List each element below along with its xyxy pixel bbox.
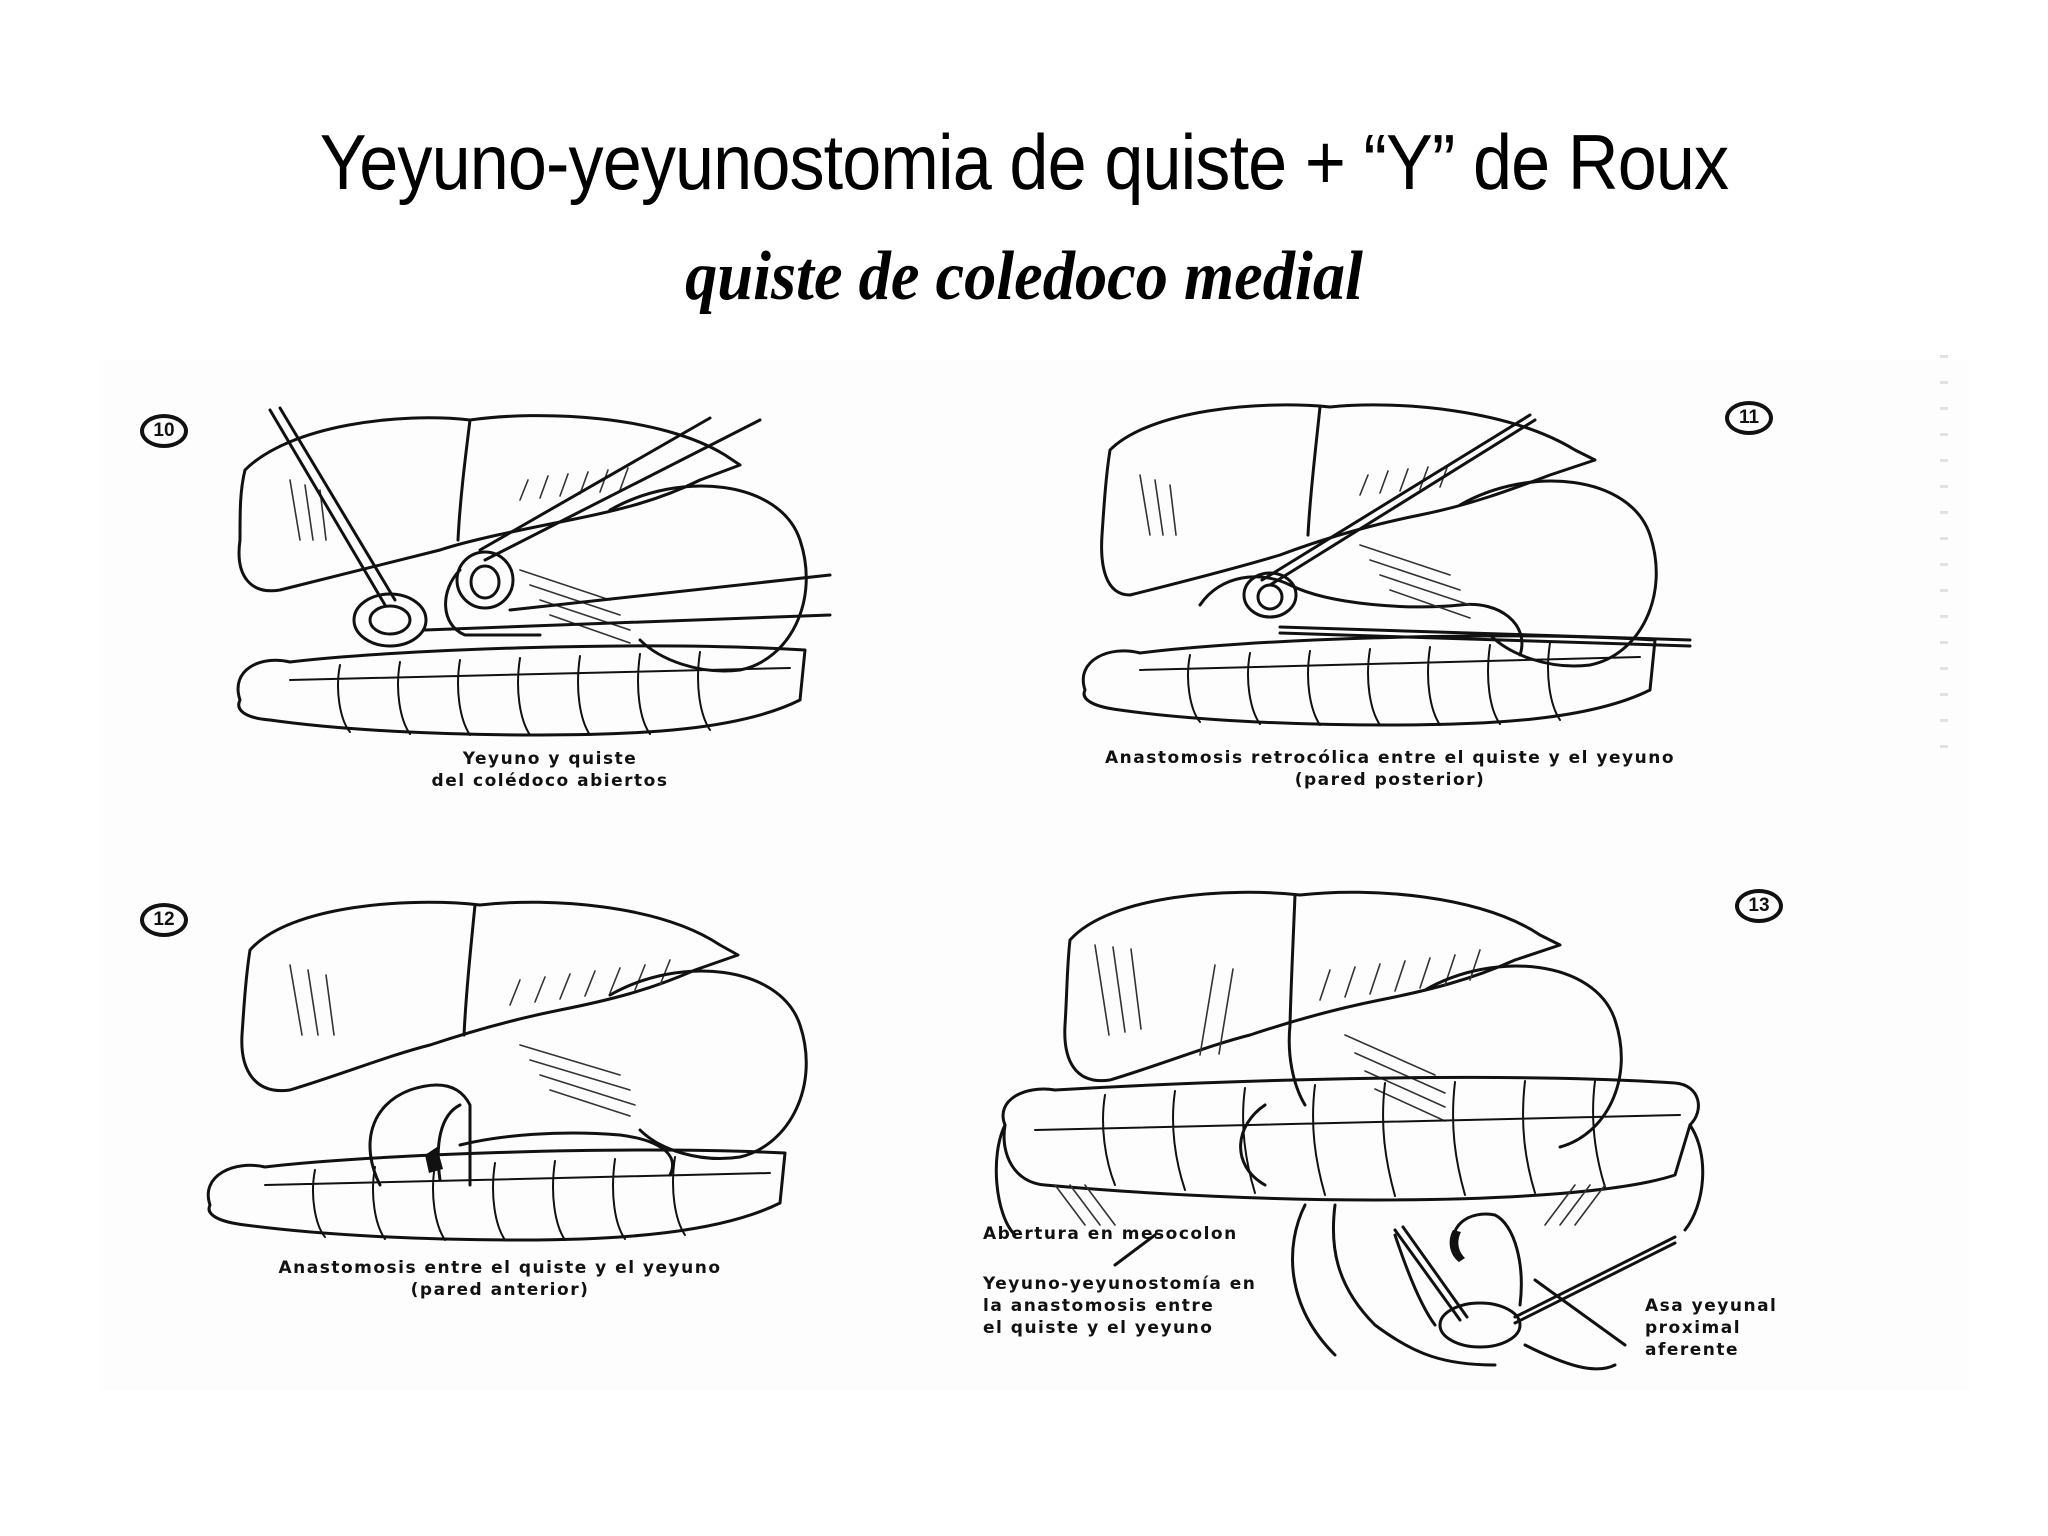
caption-line: del colédoco abiertos <box>431 771 669 791</box>
caption-line: Anastomosis entre el quiste y el yeyuno <box>278 1258 722 1278</box>
figure-11: 11 Anastomosis retrocólica entre el quis… <box>1030 395 1810 805</box>
caption-line: Anastomosis retrocólica entre el quiste … <box>1104 748 1676 768</box>
scanned-illustration-area <box>100 360 1970 1390</box>
figure-number-badge: 13 <box>1735 889 1783 923</box>
figure-caption: Yeyuno y quiste del colédoco abiertos <box>360 748 740 792</box>
surgical-illustration-icon <box>1081 403 1692 727</box>
slide-title: Yeyuno-yeyunostomia de quiste + “Y” de R… <box>319 118 1729 206</box>
figure-number-badge: 10 <box>140 414 188 448</box>
figure-10: 10 Yeyuno y quiste <box>140 400 860 800</box>
label-abertura-mesocolon: Abertura en mesocolon <box>983 1224 1238 1244</box>
surgical-illustration-icon <box>206 900 808 1242</box>
surgical-illustration-icon <box>994 890 1705 1371</box>
figure-number-badge: 11 <box>1725 401 1773 435</box>
slide-subtitle: quiste de coledoco medial <box>685 238 1363 315</box>
surgical-illustration-icon <box>236 406 832 737</box>
figure-caption: Anastomosis entre el quiste y el yeyuno … <box>220 1257 780 1301</box>
figure-12: 12 Anastomosis entre el quiste y el yeyu… <box>140 895 860 1315</box>
label-asa-yeyunal: Asa yeyunal proximal aferente <box>1645 1296 1778 1360</box>
caption-line: (pared posterior) <box>1294 770 1486 790</box>
scan-edge-artifact <box>1940 355 1948 755</box>
caption-line: (pared anterior) <box>410 1280 590 1300</box>
caption-line: Yeyuno y quiste <box>462 749 638 769</box>
label-yeyuno-yeyunostomia: Yeyuno-yeyunostomía en la anastomosis en… <box>983 1274 1257 1338</box>
figure-13: 13 Abertura <box>975 885 1815 1375</box>
figure-number-badge: 12 <box>140 903 188 937</box>
figure-caption: Anastomosis retrocólica entre el quiste … <box>1030 747 1750 791</box>
